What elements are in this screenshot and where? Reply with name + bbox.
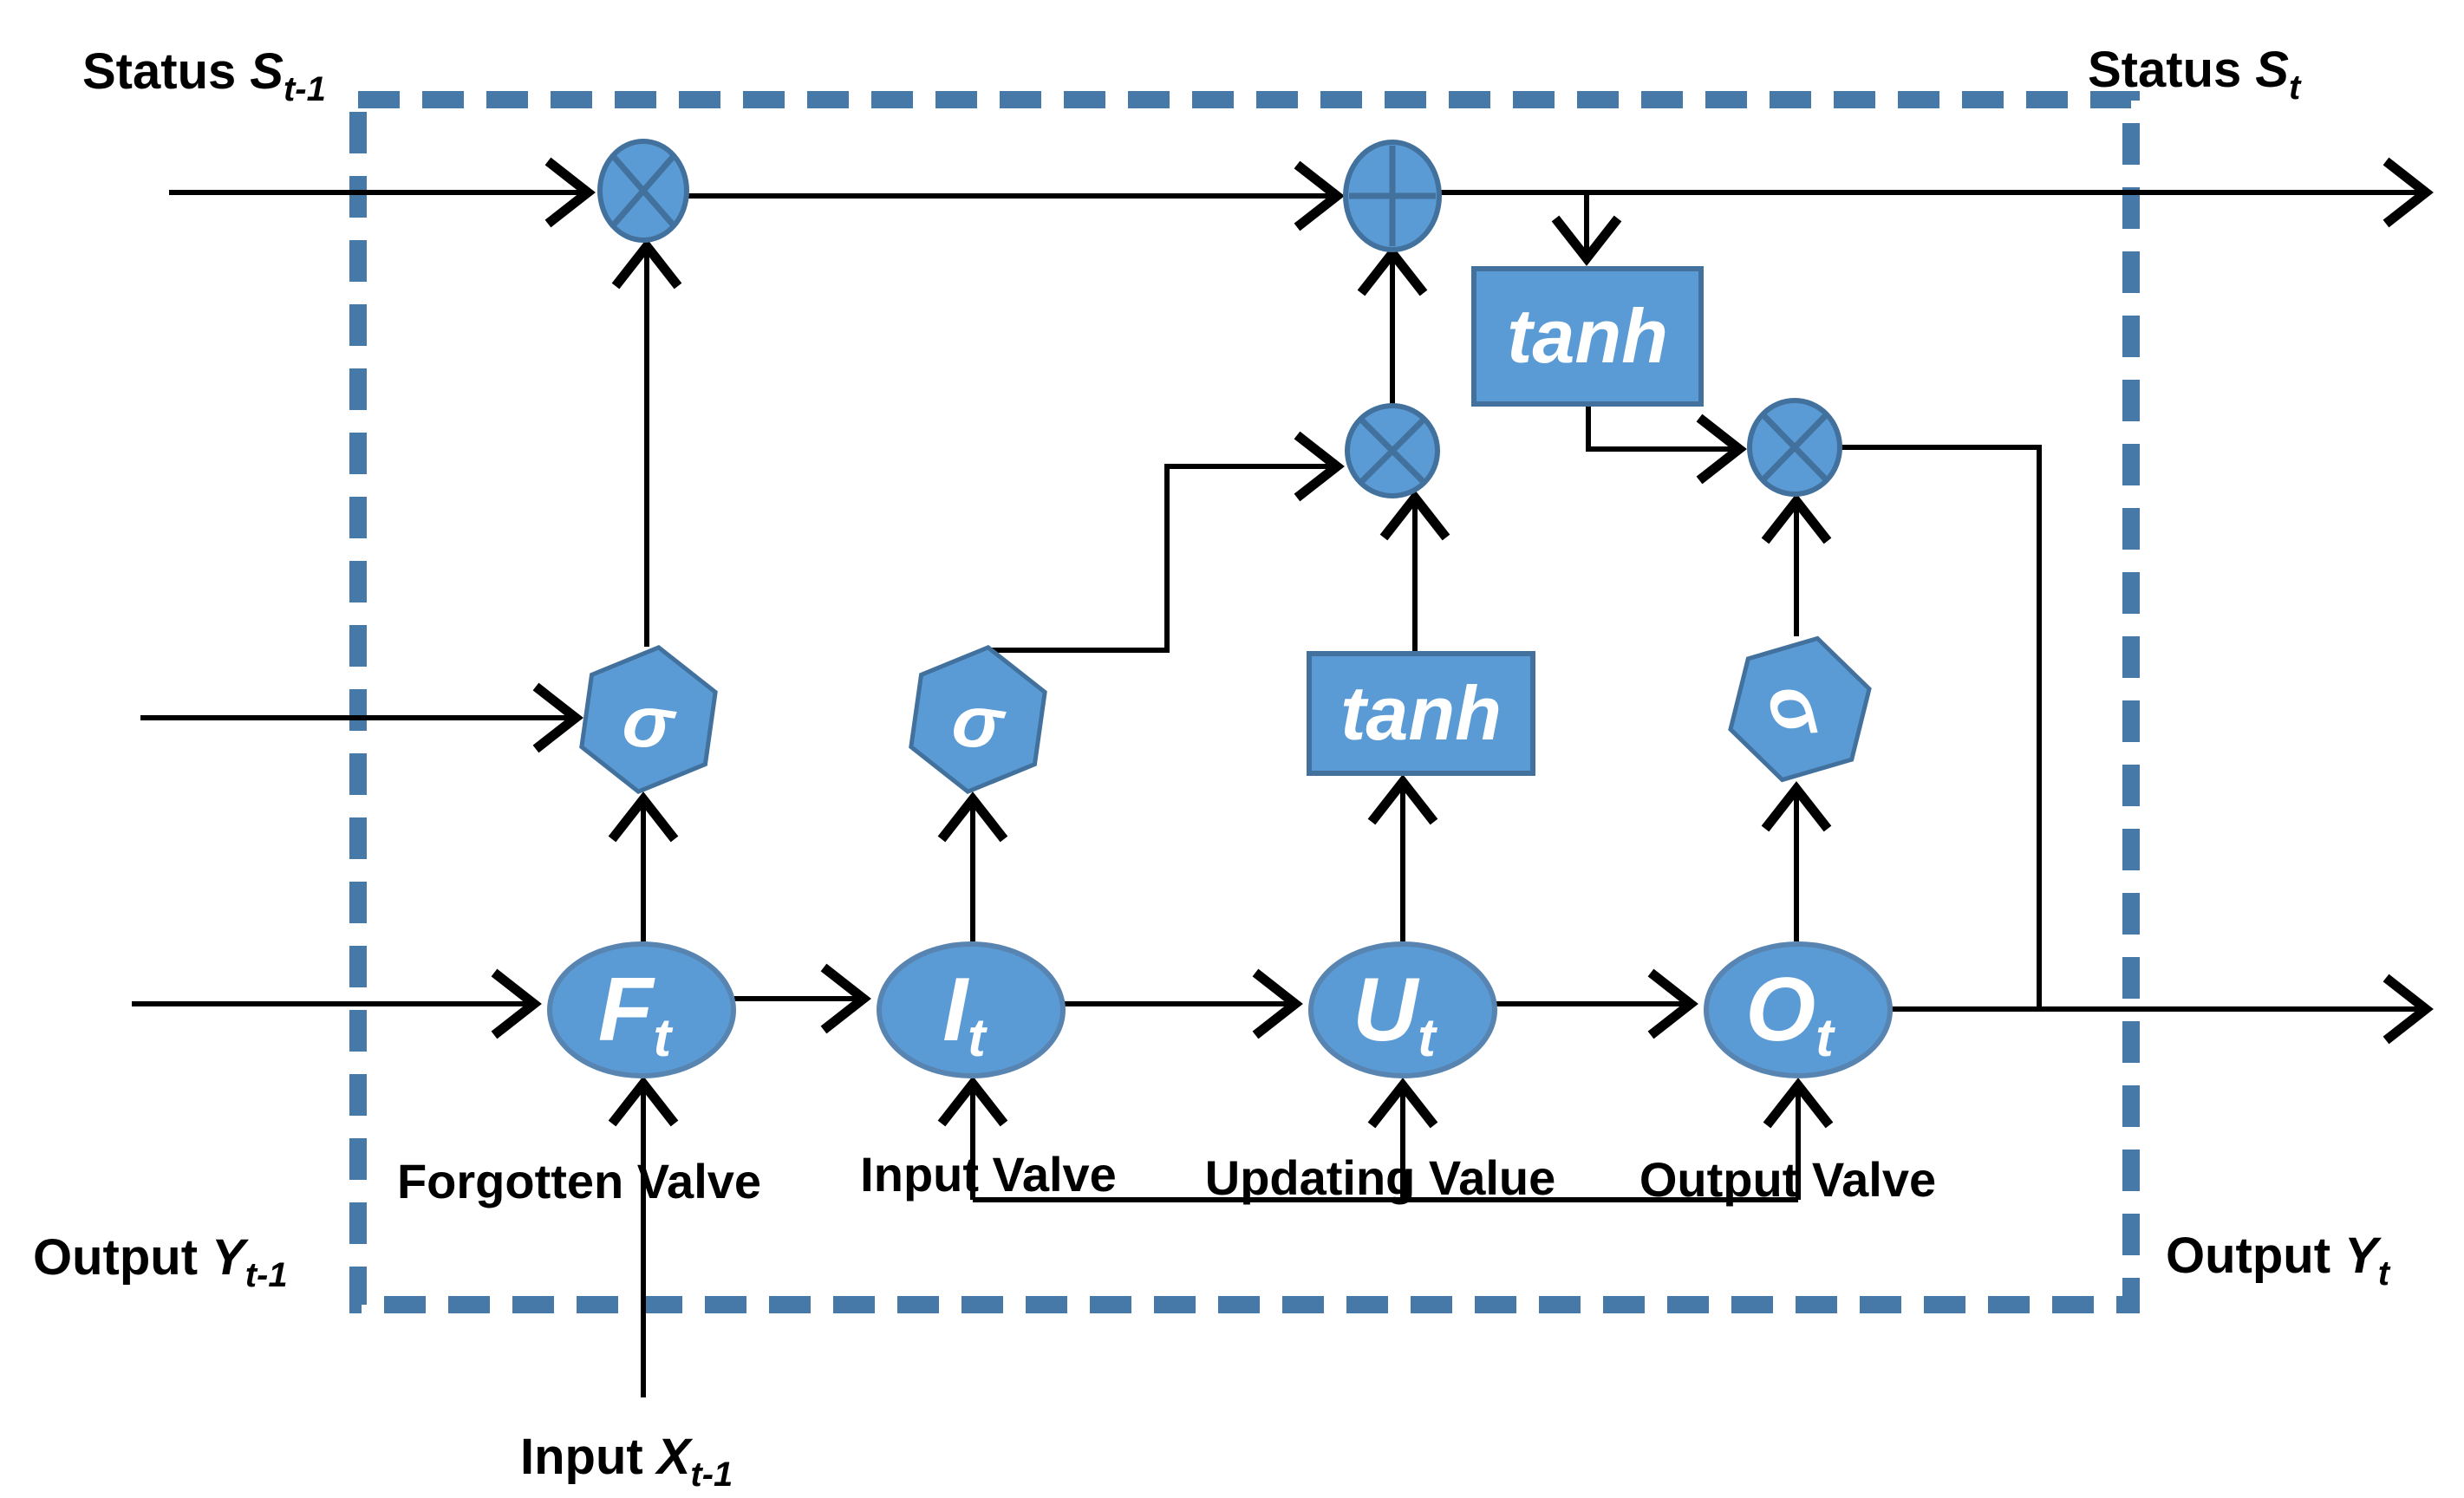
output-valve-label: Output Valve <box>1639 1152 1936 1207</box>
update-gate-node: Ut <box>1308 941 1497 1078</box>
add-operator <box>1343 140 1442 252</box>
update-gate-label: Ut <box>1353 960 1437 1068</box>
candidate-multiply-operator <box>1345 403 1440 498</box>
sigma-hexagon-icon <box>909 644 1047 795</box>
input-sigma-to-multiply-elbow <box>988 431 1345 653</box>
update-tanh-node: tanh <box>1307 651 1535 776</box>
forgotten-valve-label: Forgotten Valve <box>397 1154 761 1208</box>
state-tanh-node: tanh <box>1471 266 1704 407</box>
multiply-icon <box>1762 414 1828 481</box>
cell-boundary-dashed-box <box>349 91 2140 1313</box>
output-gate-node: Ot <box>1704 941 1893 1078</box>
forget-sigma-node: σ <box>579 644 718 795</box>
plus-icon <box>1349 146 1436 246</box>
output-multiply-down-elbow <box>1840 445 2042 1007</box>
sigma-hexagon-icon <box>579 644 718 795</box>
update-tanh-label: tanh <box>1340 670 1502 756</box>
output-multiply-operator <box>1747 398 1842 497</box>
multiply-icon <box>611 154 675 227</box>
forget-gate-node: Ft <box>547 941 736 1078</box>
input-gate-label: It <box>942 960 988 1068</box>
forget-multiply-operator <box>597 139 689 243</box>
updating-value-label: Updating Value <box>1205 1150 1556 1205</box>
multiply-icon <box>1359 418 1425 484</box>
state-tanh-label: tanh <box>1507 293 1668 379</box>
output-sigma-node: σ <box>1728 635 1872 783</box>
forget-gate-label: Ft <box>598 960 674 1068</box>
output-gate-label: Ot <box>1745 960 1835 1068</box>
input-valve-label: Input Valve <box>860 1147 1117 1202</box>
tanh-to-output-multiply-elbow <box>1586 404 1747 485</box>
input-sigma-node: σ <box>909 644 1047 795</box>
sigma-hexagon-icon <box>1728 635 1872 783</box>
input-gate-node: It <box>877 941 1066 1078</box>
